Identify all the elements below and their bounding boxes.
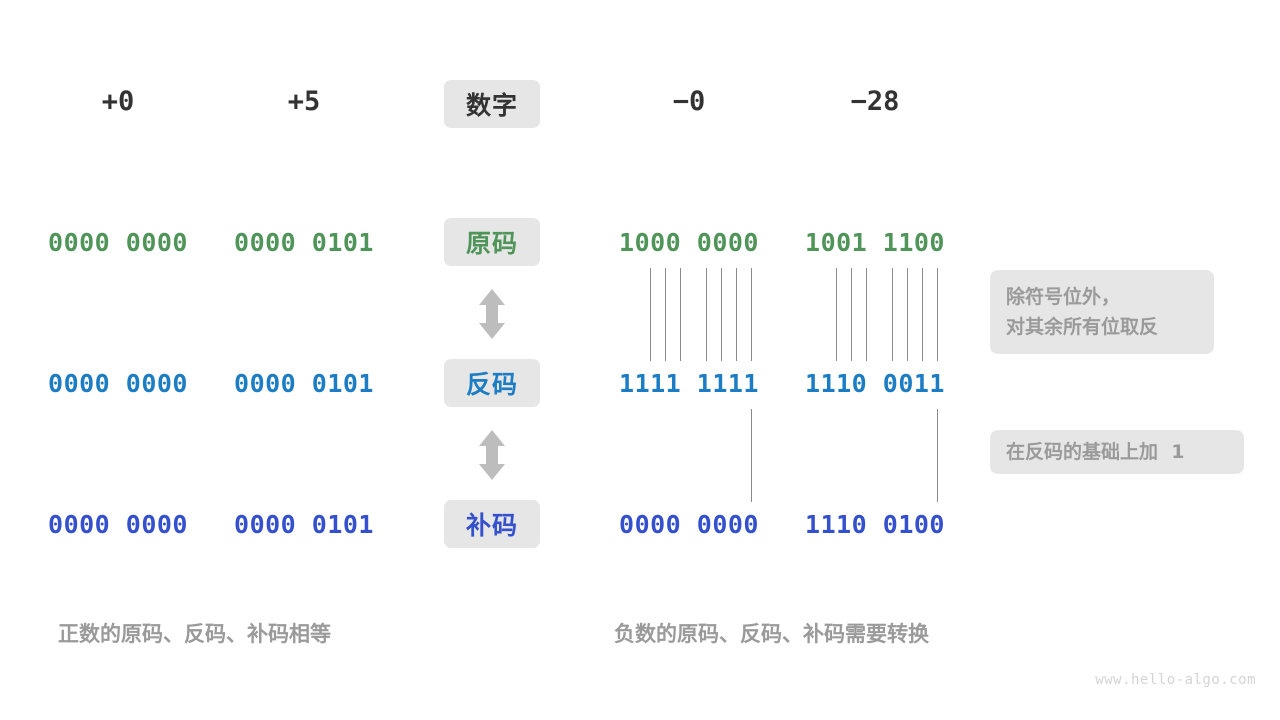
connector-line — [751, 268, 752, 361]
column-header-3: −28 — [850, 86, 900, 117]
cell-r0-c0: 0000 0000 — [48, 228, 188, 257]
note-invert-line1: 除符号位外， — [1006, 286, 1121, 308]
cell-r1-c1: 0000 0101 — [234, 369, 374, 398]
column-header-2: −0 — [672, 86, 706, 117]
connector-line — [721, 268, 722, 361]
note-invert: 除符号位外， 对其余所有位取反 — [990, 270, 1214, 354]
connector-line — [836, 268, 837, 361]
caption-positive: 正数的原码、反码、补码相等 — [58, 622, 331, 646]
connector-line — [736, 268, 737, 361]
cell-r2-c0: 0000 0000 — [48, 510, 188, 539]
column-header-1: +5 — [287, 86, 321, 117]
connector-line — [866, 268, 867, 361]
cell-r0-c3: 1001 1100 — [805, 228, 945, 257]
note-invert-line2: 对其余所有位取反 — [1006, 316, 1159, 338]
column-header-0: +0 — [101, 86, 135, 117]
title-chip: 数字 — [444, 80, 540, 128]
note-plus-one: 在反码的基础上加 1 — [990, 430, 1244, 474]
connector-line — [665, 268, 666, 361]
watermark: www.hello-algo.com — [1095, 672, 1256, 688]
row-label-twos-complement: 补码 — [444, 500, 540, 548]
row-label-original-code: 原码 — [444, 218, 540, 266]
cell-r1-c0: 0000 0000 — [48, 369, 188, 398]
connector-line — [907, 268, 908, 361]
caption-negative: 负数的原码、反码、补码需要转换 — [614, 622, 929, 646]
cell-r0-c1: 0000 0101 — [234, 228, 374, 257]
cell-r1-c2: 1111 1111 — [619, 369, 759, 398]
cell-r2-c2: 0000 0000 — [619, 510, 759, 539]
note-plus-one-text: 在反码的基础上加 1 — [1006, 441, 1185, 463]
connector-line — [922, 268, 923, 361]
cell-r2-c1: 0000 0101 — [234, 510, 374, 539]
connector-line — [706, 268, 707, 361]
connector-line — [751, 409, 752, 502]
cell-r1-c3: 1110 0011 — [805, 369, 945, 398]
cell-r2-c3: 1110 0100 — [805, 510, 945, 539]
cell-r0-c2: 1000 0000 — [619, 228, 759, 257]
connector-line — [650, 268, 651, 361]
row-label-ones-complement: 反码 — [444, 359, 540, 407]
double-arrow-vertical-icon — [474, 288, 510, 344]
connector-line — [937, 268, 938, 361]
connector-line — [851, 268, 852, 361]
connector-line — [937, 409, 938, 502]
connector-line — [892, 268, 893, 361]
connector-line — [680, 268, 681, 361]
double-arrow-vertical-icon — [474, 429, 510, 485]
